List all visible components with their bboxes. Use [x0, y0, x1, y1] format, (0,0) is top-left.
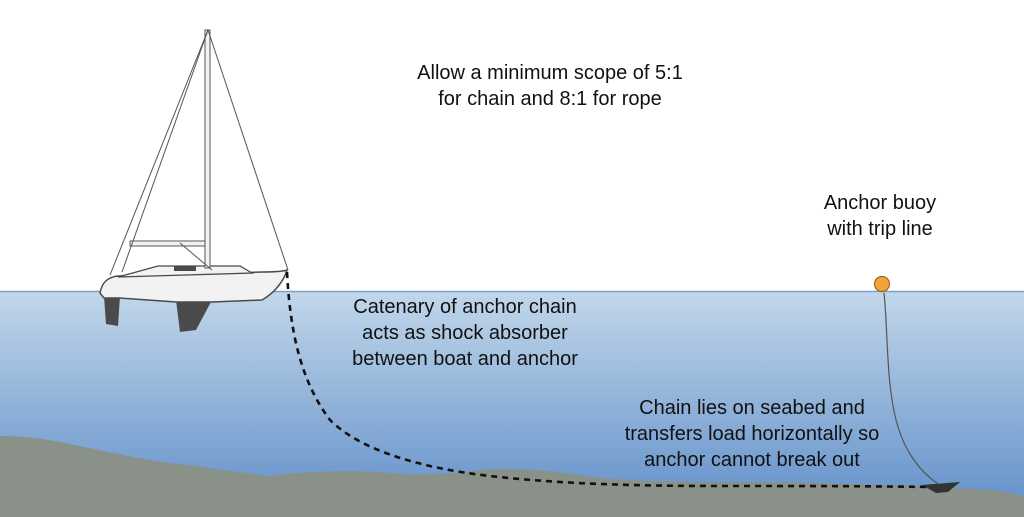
buoy-icon [873, 275, 891, 293]
hull [99, 268, 289, 303]
trip-line [883, 292, 939, 485]
buoy-label-line-1: Anchor buoy [823, 192, 937, 214]
sky [0, 0, 1024, 292]
backstay [207, 29, 289, 271]
scope-label: Allow a minimum scope of 5:1 for chain a… [380, 60, 720, 112]
keel [104, 296, 212, 332]
seabed-label: Chain lies on seabed and transfers load … [592, 395, 912, 473]
catenary-label: Catenary of anchor chain acts as shock a… [310, 294, 620, 372]
scope-label-line-2: for chain and 8:1 for rope [438, 88, 662, 110]
scope-label-line-1: Allow a minimum scope of 5:1 [417, 62, 683, 84]
mast [204, 29, 211, 269]
anchor-chain [285, 271, 931, 489]
catenary-label-line-2: acts as shock absorber [362, 322, 568, 344]
buoy-label: Anchor buoy with trip line [790, 190, 970, 242]
seabed-label-line-2: transfers load horizontally so [624, 423, 880, 445]
catenary-label-line-1: Catenary of anchor chain [353, 296, 577, 318]
seabed-label-line-1: Chain lies on seabed and [639, 397, 865, 419]
forestay [109, 29, 209, 276]
boom-vang [179, 242, 213, 271]
cabin [117, 265, 255, 278]
boom [129, 240, 211, 247]
sailboat-icon [99, 29, 289, 332]
shroud-fore [121, 29, 209, 273]
seabed [0, 436, 1024, 517]
seabed-label-line-3: anchor cannot break out [644, 449, 860, 471]
buoy-label-line-2: with trip line [827, 218, 933, 240]
catenary-label-line-3: between boat and anchor [352, 348, 578, 370]
cabin-window [174, 266, 196, 271]
anchor-icon [922, 482, 960, 493]
